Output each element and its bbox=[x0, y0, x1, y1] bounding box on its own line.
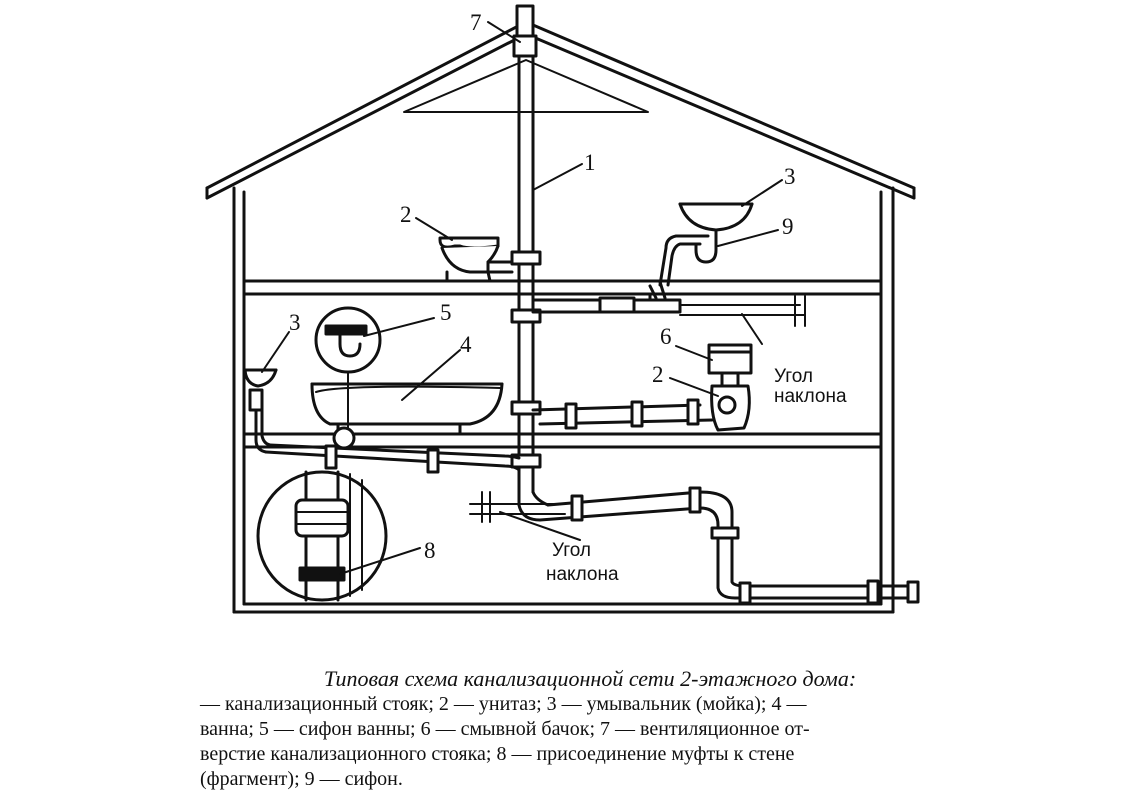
house-outline bbox=[205, 20, 916, 614]
lower-branch-right bbox=[531, 398, 714, 430]
diagram-caption: Типовая схема канализационной сети 2-эта… bbox=[200, 666, 980, 792]
caption-line-3: верстие канализационного стояка; 8 — при… bbox=[200, 743, 795, 765]
caption-title: Типовая схема канализационной сети 2-эта… bbox=[323, 666, 857, 691]
sink-upper bbox=[658, 202, 754, 287]
bathtub bbox=[310, 382, 504, 436]
caption-line-2: ванна; 5 — сифон ванны; 6 — смывной бачо… bbox=[200, 718, 810, 740]
vent-stack bbox=[512, 4, 538, 58]
outlet-pipe bbox=[538, 486, 920, 605]
slope-label-upper-line2: наклона bbox=[774, 386, 847, 407]
callout-9: 9 bbox=[782, 214, 794, 239]
callout-1: 1 bbox=[584, 150, 596, 175]
coupling-detail bbox=[256, 470, 388, 602]
slope-indicator-lower bbox=[469, 491, 566, 523]
callout-4: 4 bbox=[460, 332, 472, 357]
callout-3-upper: 3 bbox=[784, 164, 796, 189]
caption-line-1: — канализационный стояк; 2 — унитаз; 3 —… bbox=[200, 693, 807, 715]
callout-3-lower: 3 bbox=[289, 310, 301, 335]
main-riser bbox=[510, 54, 550, 522]
slope-label-lower-line1: Угол bbox=[552, 540, 591, 561]
callout-8: 8 bbox=[424, 538, 436, 563]
slope-labels: Угол наклона Угол наклона bbox=[546, 366, 847, 585]
slope-label-lower-line2: наклона bbox=[546, 564, 619, 585]
callout-numbers: 7 1 2 3 9 3 5 4 6 2 8 bbox=[289, 10, 796, 563]
leader-lines bbox=[261, 21, 783, 575]
plumbing-diagram: 7 1 2 3 9 3 5 4 6 2 8 Угол наклона Угол … bbox=[205, 4, 920, 614]
bath-siphon-detail bbox=[314, 306, 382, 433]
callout-7: 7 bbox=[470, 10, 482, 35]
slope-label-upper-line1: Угол bbox=[774, 366, 813, 387]
callout-2-upper: 2 bbox=[400, 202, 412, 227]
callout-5: 5 bbox=[440, 300, 452, 325]
caption-line-4: (фрагмент); 9 — сифон. bbox=[200, 768, 403, 790]
toilet-upper bbox=[438, 236, 514, 283]
floor-slabs bbox=[242, 279, 883, 449]
callout-2-lower: 2 bbox=[652, 362, 664, 387]
ceiling-branch bbox=[531, 280, 806, 327]
toilet-lower bbox=[707, 343, 753, 432]
lower-branch-left bbox=[264, 426, 521, 474]
callout-6: 6 bbox=[660, 324, 672, 349]
sink-lower bbox=[243, 368, 278, 454]
